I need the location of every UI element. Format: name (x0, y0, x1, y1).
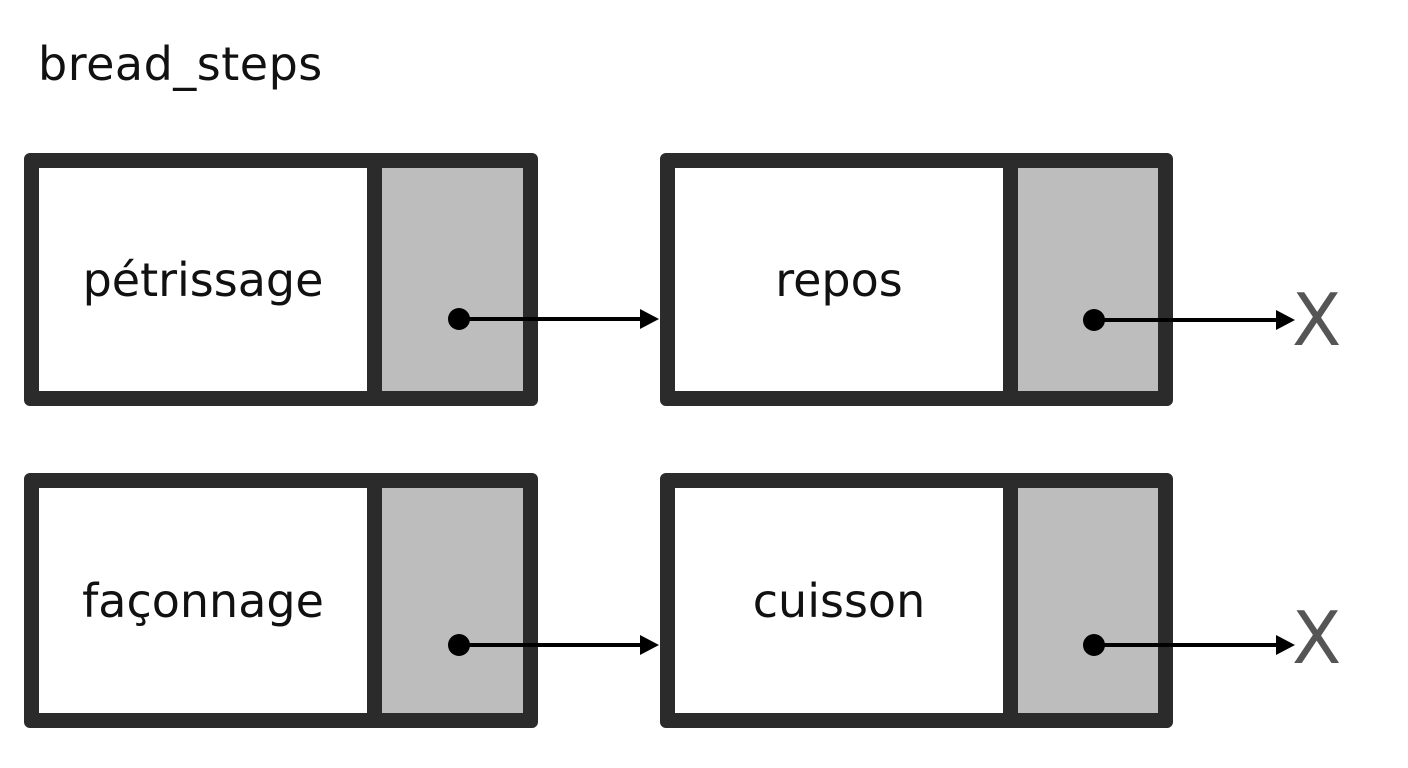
arrowhead (640, 309, 659, 329)
node-next-pointer (1003, 488, 1158, 713)
pointer-link (448, 634, 659, 656)
node-value: pétrissage (82, 252, 324, 307)
pointer-link (1083, 309, 1295, 331)
node-value: repos (775, 252, 903, 307)
arrowhead (640, 635, 659, 655)
arrowhead (1276, 635, 1295, 655)
pointer-link (448, 308, 659, 330)
diagram-title: bread_steps (38, 37, 323, 91)
node-next-pointer (1003, 168, 1158, 391)
node-value: façonnage (82, 573, 324, 628)
null-terminator: X (1292, 596, 1342, 680)
node-next-pointer (367, 168, 523, 391)
node-value: cuisson (752, 573, 926, 628)
arrowhead (1276, 310, 1295, 330)
list-node: cuisson (660, 473, 1173, 728)
list-node: pétrissage (24, 153, 538, 406)
node-next-pointer (367, 488, 523, 713)
null-terminator: X (1292, 278, 1342, 362)
pointer-link (1083, 634, 1295, 656)
list-node: repos (660, 153, 1173, 406)
list-node: façonnage (24, 473, 538, 728)
